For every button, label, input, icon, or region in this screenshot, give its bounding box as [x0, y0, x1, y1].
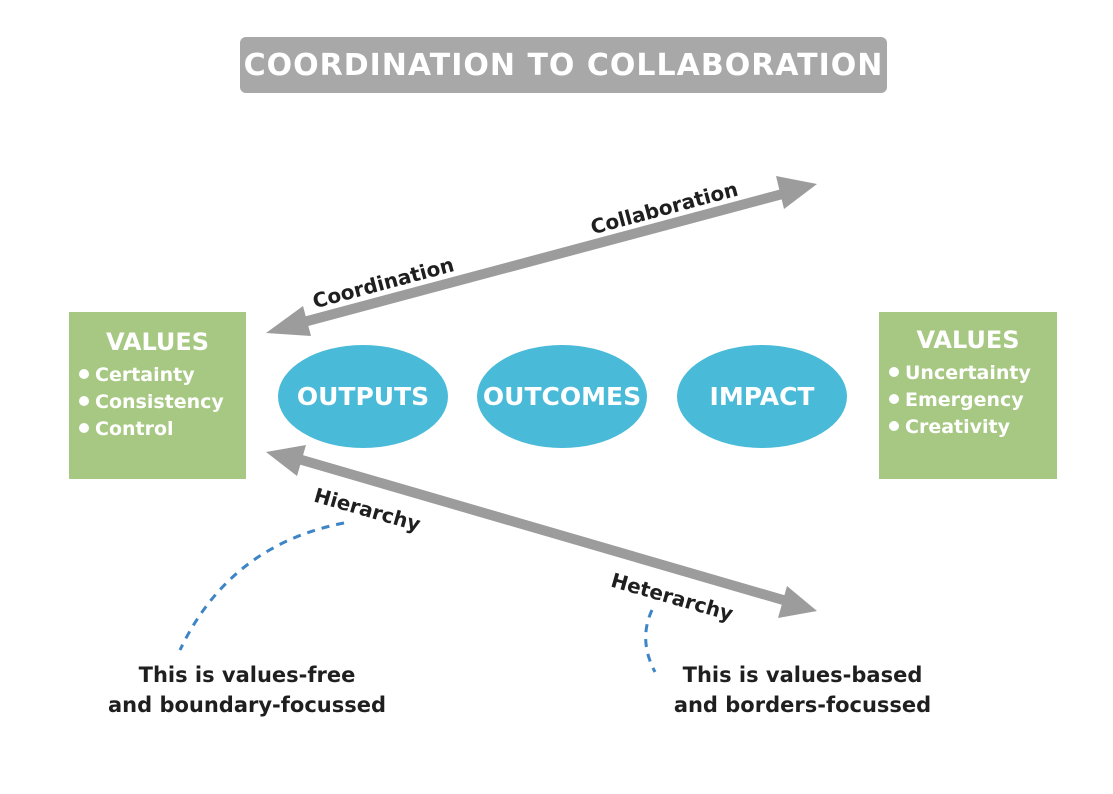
- bullet-icon: [889, 366, 899, 377]
- left-values-box: VALUES Certainty Consistency Control: [69, 312, 246, 479]
- upper-arrow-head-right: [776, 176, 817, 209]
- outcomes-label: OUTCOMES: [482, 382, 642, 411]
- left-value-control: Control: [95, 418, 174, 440]
- lower-arrow-head-left: [266, 445, 306, 476]
- lower-double-arrow: [266, 445, 817, 618]
- right-caption-line-2: and borders-focussed: [673, 693, 932, 717]
- bullet-icon: [889, 420, 899, 431]
- impact-ellipse: IMPACT: [677, 345, 847, 448]
- outputs-label: OUTPUTS: [296, 382, 430, 411]
- right-value-creativity: Creativity: [905, 416, 1010, 438]
- list-item: Certainty: [79, 362, 246, 389]
- left-caption-line-2: and boundary-focussed: [107, 693, 387, 717]
- right-caption-line-1: This is values-based: [682, 663, 923, 687]
- list-item: Creativity: [889, 414, 1057, 441]
- outcomes-ellipse: OUTCOMES: [477, 345, 647, 448]
- upper-arrow-shaft: [298, 187, 792, 328]
- right-value-uncertainty: Uncertainty: [905, 362, 1031, 384]
- left-values-list: Certainty Consistency Control: [79, 362, 246, 443]
- left-value-consistency: Consistency: [95, 391, 224, 413]
- impact-label: IMPACT: [709, 382, 815, 411]
- list-item: Emergency: [889, 387, 1057, 414]
- lower-arrow-shaft: [293, 453, 792, 607]
- bullet-icon: [79, 368, 89, 379]
- upper-arrow-head-left: [266, 306, 311, 336]
- left-caption: This is values-free and boundary-focusse…: [82, 660, 412, 720]
- right-values-box: VALUES Uncertainty Emergency Creativity: [879, 312, 1057, 479]
- bullet-icon: [79, 422, 89, 433]
- right-dashed-connector: [644, 609, 657, 673]
- title-banner: COORDINATION TO COLLABORATION: [240, 37, 887, 93]
- list-item: Consistency: [79, 389, 246, 416]
- right-values-list: Uncertainty Emergency Creativity: [889, 360, 1057, 441]
- list-item: Control: [79, 416, 246, 443]
- left-value-certainty: Certainty: [95, 364, 195, 386]
- right-values-heading: VALUES: [916, 326, 1020, 354]
- left-dashed-connector: [178, 521, 345, 651]
- bullet-icon: [889, 393, 899, 404]
- outputs-ellipse: OUTPUTS: [278, 345, 448, 448]
- left-values-heading: VALUES: [105, 328, 210, 356]
- diagram-title: COORDINATION TO COLLABORATION: [243, 47, 884, 83]
- upper-double-arrow: [266, 176, 817, 336]
- right-value-emergency: Emergency: [905, 389, 1024, 411]
- left-caption-line-1: This is values-free: [138, 663, 356, 687]
- list-item: Uncertainty: [889, 360, 1057, 387]
- lower-arrow-head-right: [778, 586, 817, 618]
- bullet-icon: [79, 395, 89, 406]
- right-caption: This is values-based and borders-focusse…: [645, 660, 960, 720]
